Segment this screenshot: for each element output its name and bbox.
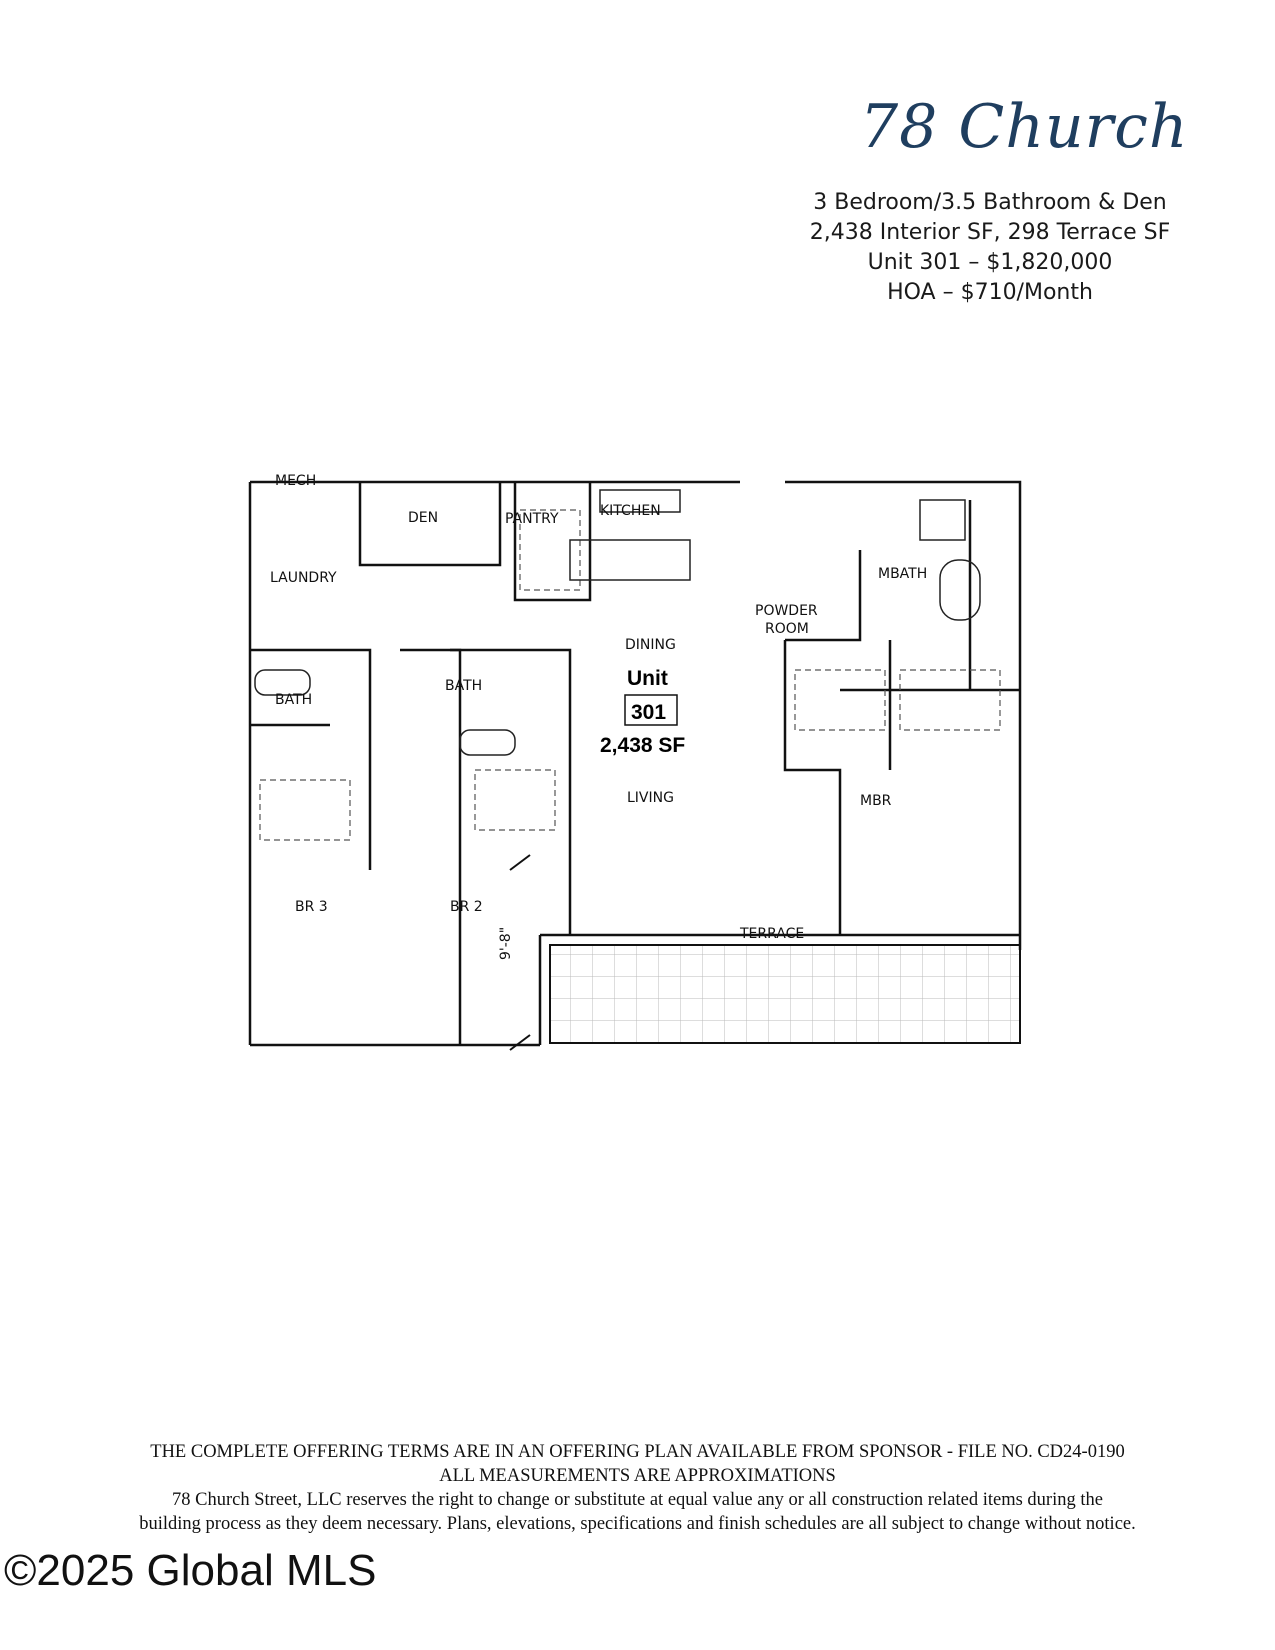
room-kitchen: KITCHEN [600, 503, 661, 519]
plan-walls [248, 480, 1022, 1047]
room-bath-left: BATH [275, 692, 312, 708]
room-terrace: TERRACE [739, 926, 804, 942]
spec-price: Unit 301 – $1,820,000 [867, 250, 1113, 275]
room-living: LIVING [627, 790, 674, 806]
floor-plan-drawing: MECH DEN PANTRY KITCHEN LAUNDRY MBATH PO… [248, 473, 1022, 1051]
floor-plan: MECH DEN PANTRY KITCHEN LAUNDRY MBATH PO… [240, 470, 1040, 1070]
room-den: DEN [408, 510, 438, 526]
unit-specs: 3 Bedroom/3.5 Bathroom & Den 2,438 Inter… [780, 188, 1200, 308]
dimension-tick-top [509, 854, 531, 871]
disclaimer-line-4: building process as they deem necessary.… [139, 1514, 1136, 1534]
terrace-tiles [549, 944, 1021, 1044]
room-br3: BR 3 [295, 899, 328, 915]
room-mbr: MBR [860, 793, 892, 809]
spec-bedrooms: 3 Bedroom/3.5 Bathroom & Den [813, 190, 1167, 215]
room-pantry: PANTRY [505, 511, 559, 527]
plan-fixtures [254, 489, 981, 756]
room-dining: DINING [625, 637, 676, 653]
room-mech: MECH [275, 473, 316, 489]
room-bath-center: BATH [445, 678, 482, 694]
spec-area: 2,438 Interior SF, 298 Terrace SF [809, 220, 1171, 245]
disclaimer: THE COMPLETE OFFERING TERMS ARE IN AN OF… [60, 1440, 1215, 1536]
copyright-notice: ©2025 Global MLS [4, 1546, 377, 1595]
brand-name: 78 Church [860, 92, 1189, 162]
dimension-label: 9'-8" [498, 927, 514, 960]
disclaimer-line-2: ALL MEASUREMENTS ARE APPROXIMATIONS [439, 1466, 836, 1486]
disclaimer-line-3: 78 Church Street, LLC reserves the right… [172, 1490, 1103, 1510]
room-powder-line2: ROOM [765, 621, 809, 637]
unit-area: 2,438 SF [600, 734, 685, 757]
unit-label: Unit [627, 667, 668, 690]
room-laundry: LAUNDRY [270, 570, 337, 586]
dimension-tick-bottom [509, 1034, 531, 1051]
spec-hoa: HOA – $710/Month [887, 280, 1093, 305]
plan-closets [259, 509, 1001, 841]
disclaimer-line-1: THE COMPLETE OFFERING TERMS ARE IN AN OF… [150, 1442, 1125, 1462]
brand-logo: 78 Church [860, 92, 1188, 172]
room-mbath: MBATH [878, 566, 927, 582]
unit-number: 301 [631, 701, 666, 724]
unit-number-box [624, 694, 678, 726]
room-br2: BR 2 [450, 899, 483, 915]
room-powder-line1: POWDER [755, 603, 818, 619]
